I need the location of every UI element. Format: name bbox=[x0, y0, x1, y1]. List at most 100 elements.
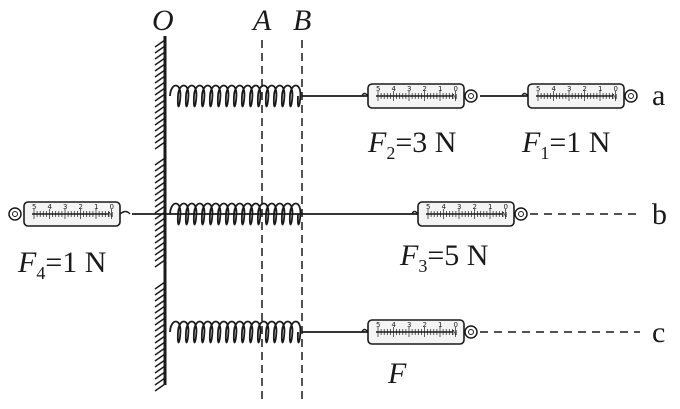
hatch-stroke bbox=[154, 335, 166, 344]
marker-label-B: B bbox=[293, 4, 311, 37]
scale-tick-label: 5 bbox=[376, 321, 380, 329]
position-markers: O A B bbox=[152, 4, 311, 400]
hatch-stroke bbox=[154, 123, 166, 132]
scale-tick-label: 3 bbox=[63, 203, 67, 211]
spring-scale-F: 5 4 3 2 1 0N bbox=[361, 319, 478, 345]
hatch-stroke bbox=[154, 135, 166, 144]
scale-ring bbox=[514, 207, 528, 221]
hatch-stroke bbox=[154, 117, 166, 126]
scale-tick-label: 0 bbox=[454, 85, 458, 93]
hatch-stroke bbox=[154, 377, 166, 386]
scale-tick-label: 1 bbox=[488, 203, 492, 211]
hatch-stroke bbox=[154, 347, 166, 356]
hatch-stroke bbox=[154, 169, 166, 178]
marker-label-A: A bbox=[251, 4, 272, 37]
hatch-stroke bbox=[154, 235, 166, 244]
hatch-stroke bbox=[154, 57, 166, 66]
hatch-stroke bbox=[154, 39, 166, 48]
hatch-stroke bbox=[154, 311, 166, 320]
scale-tick-label: 4 bbox=[392, 321, 397, 329]
hatch-stroke bbox=[154, 193, 166, 202]
F4-sub: 4 bbox=[36, 263, 45, 283]
F3-value: =5 N bbox=[427, 239, 488, 272]
hatch-stroke bbox=[154, 217, 166, 226]
hatch-stroke bbox=[154, 63, 166, 72]
hatch-stroke bbox=[154, 187, 166, 196]
F3-main: F bbox=[399, 239, 419, 272]
scale-tick-label: 4 bbox=[442, 203, 447, 211]
hatch-stroke bbox=[154, 305, 166, 314]
hatch-stroke bbox=[154, 293, 166, 302]
force-label-F1: F1=1 N bbox=[521, 126, 610, 163]
F2-main: F bbox=[367, 126, 387, 159]
hatch-stroke bbox=[154, 181, 166, 190]
scale-hook bbox=[361, 328, 369, 333]
scale-tick-label: 1 bbox=[438, 321, 442, 329]
hatch-stroke bbox=[154, 141, 166, 150]
hatch-stroke bbox=[154, 93, 166, 102]
scale-tick-label: 4 bbox=[552, 85, 557, 93]
hatch-stroke bbox=[154, 81, 166, 90]
force-label-F3: F3=5 N bbox=[399, 239, 488, 276]
scale-tick-label: 5 bbox=[536, 85, 540, 93]
scale-tick-label: 4 bbox=[392, 85, 397, 93]
row-label-b: b bbox=[652, 198, 667, 231]
F1-value: =1 N bbox=[549, 126, 610, 159]
scale-ring-inner bbox=[628, 93, 634, 99]
F4-main: F bbox=[17, 246, 37, 279]
hatch-stroke bbox=[154, 365, 166, 374]
hatch-stroke bbox=[154, 253, 166, 262]
hatch-stroke bbox=[154, 199, 166, 208]
hatch-stroke bbox=[154, 353, 166, 362]
scale-tick-label: 3 bbox=[457, 203, 461, 211]
hatch-stroke bbox=[154, 317, 166, 326]
scale-ring-inner bbox=[468, 93, 474, 99]
hatch-stroke bbox=[154, 299, 166, 308]
hatch-stroke bbox=[154, 223, 166, 232]
scale-unit: N bbox=[502, 211, 507, 219]
hatch-stroke bbox=[154, 371, 166, 380]
scale-tick-label: 2 bbox=[423, 85, 427, 93]
spring-c bbox=[169, 320, 302, 344]
scale-tick-label: 1 bbox=[94, 203, 98, 211]
hatch-stroke bbox=[154, 341, 166, 350]
hatch-stroke bbox=[154, 99, 166, 108]
scale-unit: N bbox=[452, 329, 457, 337]
scale-tick-label: 3 bbox=[407, 85, 411, 93]
scale-tick-label: 5 bbox=[426, 203, 430, 211]
scale-tick-label: 0 bbox=[454, 321, 458, 329]
hatch-stroke bbox=[154, 229, 166, 238]
hatch-stroke bbox=[154, 45, 166, 54]
hatch-stroke bbox=[154, 287, 166, 296]
scale-ring bbox=[624, 89, 638, 103]
F4-value: =1 N bbox=[45, 246, 106, 279]
scale-tick-label: 2 bbox=[423, 321, 427, 329]
scale-tick-label: 5 bbox=[376, 85, 380, 93]
force-label-F2: F2=3 N bbox=[367, 126, 456, 163]
F2-sub: 2 bbox=[386, 143, 395, 163]
scale-unit: N bbox=[452, 93, 457, 101]
scale-hook bbox=[521, 92, 529, 97]
scale-tick-label: 2 bbox=[473, 203, 477, 211]
scale-tick-label: 2 bbox=[583, 85, 587, 93]
marker-label-O: O bbox=[152, 4, 174, 37]
hatch-stroke bbox=[154, 163, 166, 172]
hatch-stroke bbox=[154, 111, 166, 120]
scale-tick-label: 3 bbox=[567, 85, 571, 93]
scale-unit: N bbox=[612, 93, 617, 101]
scale-tick-label: 0 bbox=[614, 85, 618, 93]
scale-tick-label: 4 bbox=[48, 203, 53, 211]
hatch-stroke bbox=[154, 105, 166, 114]
scale-tick-label: 3 bbox=[407, 321, 411, 329]
scale-ring-inner bbox=[518, 211, 524, 217]
hatch-stroke bbox=[154, 75, 166, 84]
scale-hook bbox=[361, 92, 369, 97]
scale-ring bbox=[464, 325, 478, 339]
